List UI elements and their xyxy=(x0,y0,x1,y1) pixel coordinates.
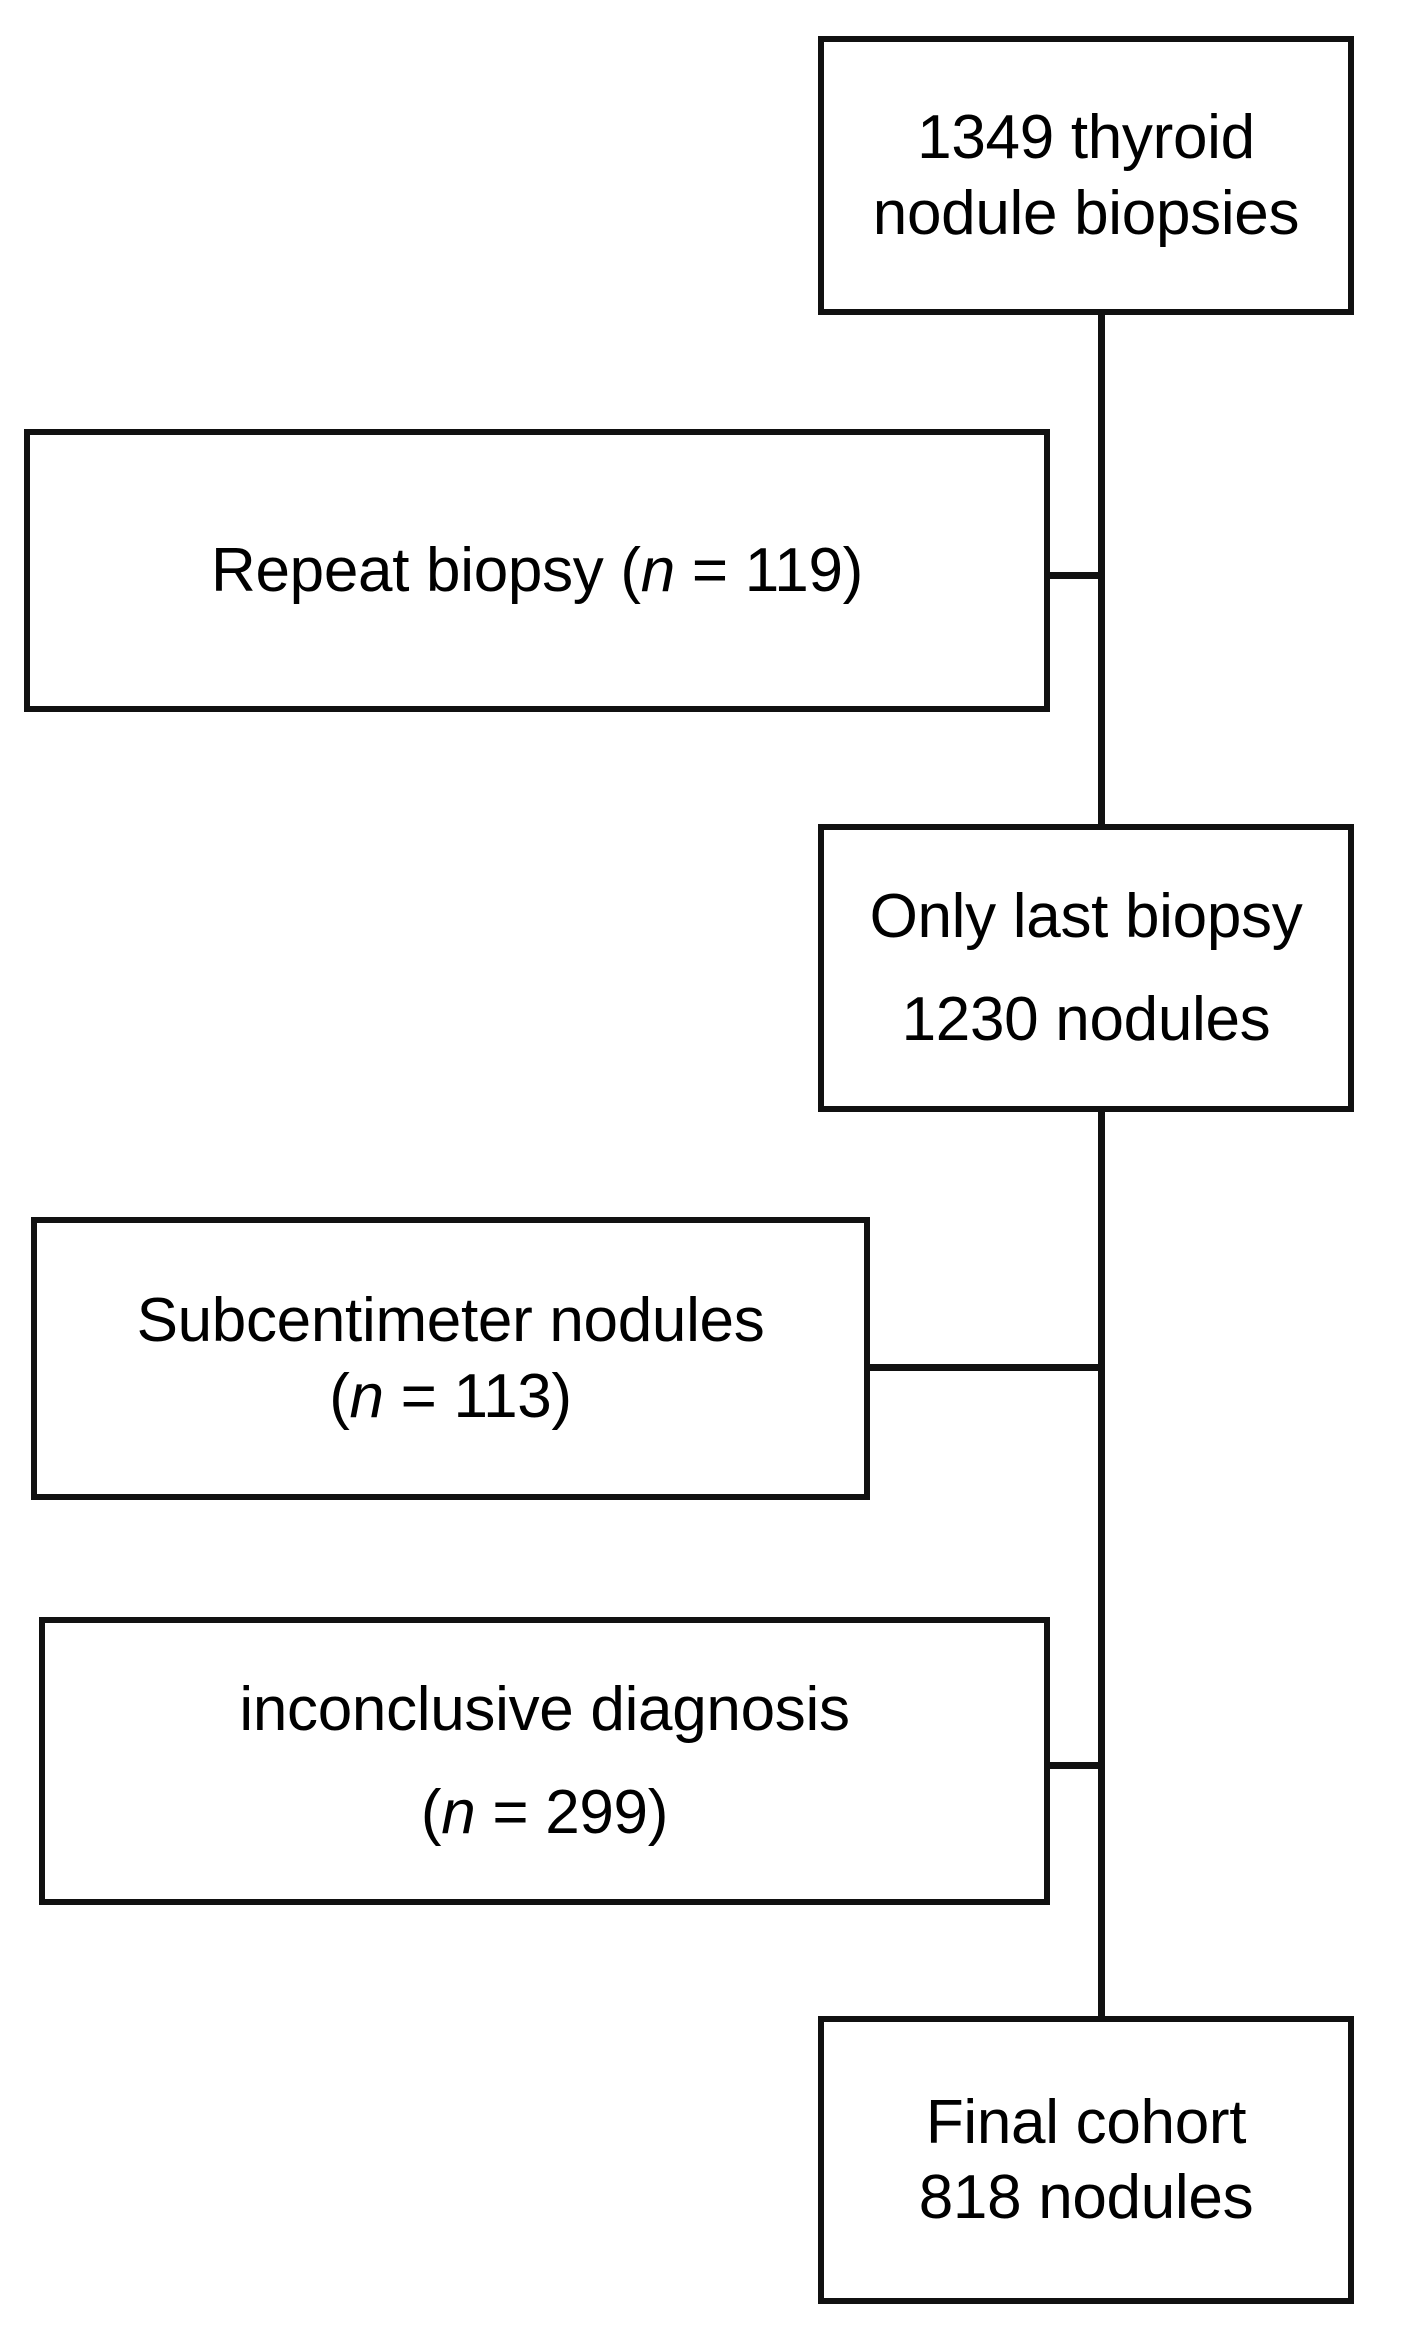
inconclusive-label-open: ( xyxy=(420,1778,442,1847)
connector-line-repeat-biopsy-branch xyxy=(1044,572,1102,579)
inconclusive-label-italic-n: n xyxy=(441,1778,476,1847)
final-cohort-line-2: 818 nodules xyxy=(918,2163,1254,2232)
subcentimeter-label-italic-n: n xyxy=(349,1361,384,1431)
excluded-inconclusive-line-1: inconclusive diagnosis xyxy=(239,1674,850,1744)
only-last-biopsy-line-2: 1230 nodules xyxy=(901,985,1271,1054)
final-cohort-box: Final cohort 818 nodules xyxy=(818,2016,1354,2304)
repeat-label-italic-n: n xyxy=(640,535,675,605)
subcentimeter-label-open: ( xyxy=(329,1361,350,1431)
repeat-label-suffix: = 119) xyxy=(674,535,863,605)
subcentimeter-label-suffix: = 113) xyxy=(383,1361,572,1431)
source-cohort-box: 1349 thyroid nodule biopsies xyxy=(818,36,1354,315)
excluded-repeat-biopsy-box: Repeat biopsy (n = 119) xyxy=(24,429,1050,712)
inconclusive-label-suffix: = 299) xyxy=(475,1778,669,1847)
connector-line-inconclusive-branch xyxy=(1044,1762,1102,1769)
only-last-biopsy-line-1: Only last biopsy xyxy=(869,881,1303,951)
source-cohort-line-1: 1349 thyroid xyxy=(917,103,1255,173)
connector-line-subcentimeter-branch xyxy=(864,1364,1102,1371)
excluded-subcentimeter-line-2: (n = 113) xyxy=(329,1360,572,1433)
excluded-inconclusive-box: inconclusive diagnosis (n = 299) xyxy=(39,1617,1050,1905)
final-cohort-line-1: Final cohort xyxy=(925,2087,1247,2157)
only-last-biopsy-box: Only last biopsy 1230 nodules xyxy=(818,824,1354,1112)
excluded-repeat-biopsy-label: Repeat biopsy (n = 119) xyxy=(211,534,863,607)
excluded-inconclusive-line-2: (n = 299) xyxy=(420,1776,669,1849)
excluded-subcentimeter-box: Subcentimeter nodules (n = 113) xyxy=(31,1217,870,1500)
connector-line-source-to-last-biopsy xyxy=(1098,310,1105,828)
excluded-subcentimeter-line-1: Subcentimeter nodules xyxy=(136,1286,765,1356)
repeat-label-prefix: Repeat biopsy ( xyxy=(211,535,641,605)
connector-line-last-biopsy-to-final xyxy=(1098,1108,1105,2020)
source-cohort-line-2: nodule biopsies xyxy=(872,178,1300,248)
